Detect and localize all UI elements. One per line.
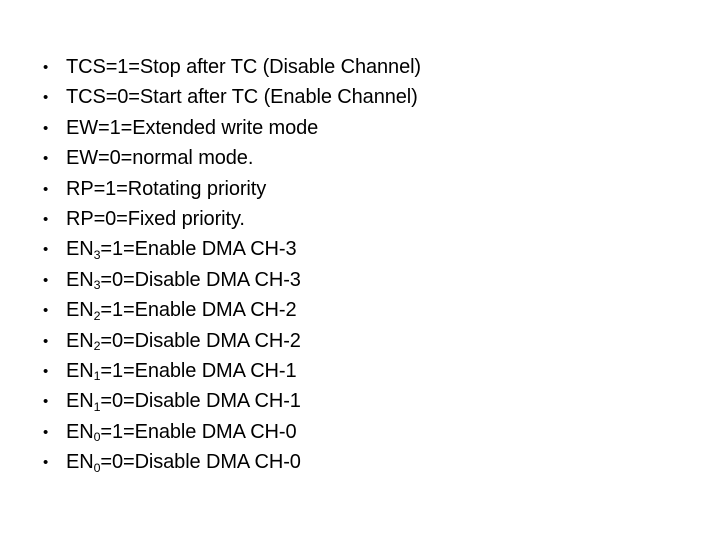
label-subscript: 3 bbox=[93, 247, 101, 262]
bullet-point-icon: • bbox=[43, 89, 49, 107]
label-tail: =1=Enable DMA CH-2 bbox=[100, 299, 297, 322]
label-base: EN bbox=[66, 329, 94, 352]
list-item-label: EN3=1=Enable DMA CH-3 bbox=[66, 234, 297, 264]
bullet-list: • TCS=1=Stop after TC (Disable Channel) • T… bbox=[38, 52, 678, 477]
bullet-point-icon: • bbox=[43, 210, 49, 228]
label-tail: =0=Disable DMA CH-3 bbox=[100, 268, 301, 291]
label-subscript: 1 bbox=[93, 369, 101, 384]
bullet-point-icon: • bbox=[43, 393, 49, 411]
label-subscript: 2 bbox=[93, 338, 101, 353]
list-item: • TCS=0=Start after TC (Enable Channel) bbox=[38, 82, 678, 112]
label-base: EW=0=normal mode. bbox=[66, 147, 254, 170]
label-tail: =0=Disable DMA CH-2 bbox=[100, 329, 301, 352]
list-item: • RP=0=Fixed priority. bbox=[38, 204, 678, 234]
label-base: RP=0=Fixed priority. bbox=[66, 207, 245, 230]
bullet-point-icon: • bbox=[43, 302, 49, 320]
list-item-label: EW=1=Extended write mode bbox=[66, 113, 318, 143]
label-base: EN bbox=[66, 451, 94, 474]
label-base: EN bbox=[66, 299, 94, 322]
label-base: EN bbox=[66, 359, 94, 382]
list-item-label: RP=1=Rotating priority bbox=[66, 174, 266, 204]
label-base: EN bbox=[66, 238, 94, 261]
list-item: • EW=0=normal mode. bbox=[38, 143, 678, 173]
list-item-label: EN1=1=Enable DMA CH-1 bbox=[66, 356, 297, 386]
list-item-label: EN3=0=Disable DMA CH-3 bbox=[66, 265, 301, 295]
list-item: • EN1=0=Disable DMA CH-1 bbox=[38, 386, 678, 416]
list-item-label: EN1=0=Disable DMA CH-1 bbox=[66, 386, 301, 416]
list-item: • EN0=0=Disable DMA CH-0 bbox=[38, 447, 678, 477]
bullet-point-icon: • bbox=[43, 241, 49, 259]
label-base: EN bbox=[66, 420, 94, 443]
list-item: • RP=1=Rotating priority bbox=[38, 174, 678, 204]
list-item-label: TCS=1=Stop after TC (Disable Channel) bbox=[66, 52, 421, 82]
list-item: • EN2=1=Enable DMA CH-2 bbox=[38, 295, 678, 325]
list-item: • EW=1=Extended write mode bbox=[38, 113, 678, 143]
list-item-label: EN2=1=Enable DMA CH-2 bbox=[66, 295, 297, 325]
bullet-point-icon: • bbox=[43, 423, 49, 441]
bullet-point-icon: • bbox=[43, 332, 49, 350]
bullet-point-icon: • bbox=[43, 150, 49, 168]
label-tail: =1=Enable DMA CH-0 bbox=[100, 420, 297, 443]
list-item: • EN3=1=Enable DMA CH-3 bbox=[38, 234, 678, 264]
label-subscript: 0 bbox=[93, 460, 101, 475]
bullet-point-icon: • bbox=[43, 362, 49, 380]
list-item-label: EN0=0=Disable DMA CH-0 bbox=[66, 447, 301, 477]
bullet-point-icon: • bbox=[43, 59, 49, 76]
list-item: • EN0=1=Enable DMA CH-0 bbox=[38, 417, 678, 447]
label-tail: =1=Enable DMA CH-3 bbox=[100, 238, 297, 261]
label-subscript: 3 bbox=[93, 278, 101, 293]
list-item-label: RP=0=Fixed priority. bbox=[66, 204, 245, 234]
list-item: • EN1=1=Enable DMA CH-1 bbox=[38, 356, 678, 386]
list-item-label: TCS=0=Start after TC (Enable Channel) bbox=[66, 82, 418, 112]
label-subscript: 1 bbox=[93, 399, 101, 414]
list-item-label: EN0=1=Enable DMA CH-0 bbox=[66, 417, 297, 447]
label-base: EN bbox=[66, 268, 94, 291]
label-base: TCS=0=Start after TC (Enable Channel) bbox=[66, 86, 418, 109]
label-tail: =1=Enable DMA CH-1 bbox=[100, 359, 297, 382]
list-item-label: EN2=0=Disable DMA CH-2 bbox=[66, 326, 301, 356]
list-item: • EN3=0=Disable DMA CH-3 bbox=[38, 265, 678, 295]
bullet-point-icon: • bbox=[43, 271, 49, 289]
label-base: RP=1=Rotating priority bbox=[66, 177, 267, 200]
label-subscript: 2 bbox=[93, 308, 101, 323]
label-base: TCS=1=Stop after TC (Disable Channel) bbox=[66, 56, 421, 78]
list-item: • TCS=1=Stop after TC (Disable Channel) bbox=[38, 52, 678, 82]
label-tail: =0=Disable DMA CH-1 bbox=[100, 390, 301, 413]
label-base: EN bbox=[66, 390, 94, 413]
label-tail: =0=Disable DMA CH-0 bbox=[100, 451, 301, 474]
bullet-point-icon: • bbox=[43, 119, 49, 137]
list-item: • EN2=0=Disable DMA CH-2 bbox=[38, 326, 678, 356]
bullet-point-icon: • bbox=[43, 180, 49, 198]
list-item-label: EW=0=normal mode. bbox=[66, 143, 253, 173]
label-subscript: 0 bbox=[93, 430, 101, 445]
bullet-point-icon: • bbox=[43, 454, 49, 472]
label-base: EW=1=Extended write mode bbox=[66, 116, 319, 139]
